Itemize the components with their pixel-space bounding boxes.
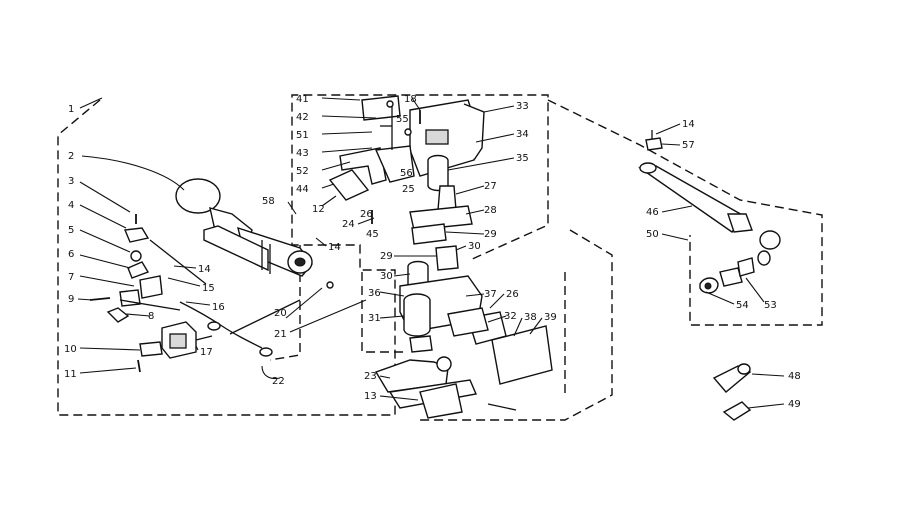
left-hardware-parts bbox=[89, 214, 207, 373]
callout-37: 37 bbox=[484, 289, 497, 300]
lower-valve-assembly bbox=[374, 245, 553, 419]
igniter-block bbox=[161, 321, 213, 359]
callout-31: 31 bbox=[368, 313, 381, 324]
callout-36: 36 bbox=[368, 288, 381, 299]
callout-56: 56 bbox=[400, 168, 413, 179]
callout-14-left: 14 bbox=[198, 264, 211, 275]
loose-parts-48-49 bbox=[712, 363, 752, 421]
callout-25: 25 bbox=[402, 184, 415, 195]
callout-35: 35 bbox=[516, 153, 529, 164]
callout-29-right: 29 bbox=[484, 229, 497, 240]
callout-7: 7 bbox=[68, 272, 74, 283]
callout-30-left: 30 bbox=[380, 271, 393, 282]
callout-58: 58 bbox=[262, 196, 275, 207]
callout-29-left: 29 bbox=[380, 251, 393, 262]
callout-15: 15 bbox=[202, 283, 215, 294]
callout-14-right: 14 bbox=[682, 119, 695, 130]
callout-13: 13 bbox=[364, 391, 377, 402]
callout-17: 17 bbox=[200, 347, 213, 358]
callout-55: 55 bbox=[396, 114, 409, 125]
callout-46: 46 bbox=[646, 207, 659, 218]
callout-52: 52 bbox=[296, 166, 309, 177]
callout-21: 21 bbox=[274, 329, 287, 340]
callout-43: 43 bbox=[296, 148, 309, 159]
callout-4: 4 bbox=[68, 200, 74, 211]
callout-20: 20 bbox=[274, 308, 287, 319]
callout-18: 18 bbox=[404, 94, 417, 105]
callout-41: 41 bbox=[296, 94, 309, 105]
upper-valve-assembly bbox=[328, 95, 485, 245]
callout-23: 23 bbox=[364, 371, 377, 382]
callout-48: 48 bbox=[788, 371, 801, 382]
callout-45: 45 bbox=[366, 229, 379, 240]
callout-8: 8 bbox=[148, 311, 154, 322]
callout-44: 44 bbox=[296, 184, 309, 195]
callout-27: 27 bbox=[484, 181, 497, 192]
callout-11: 11 bbox=[64, 369, 77, 380]
callout-24: 24 bbox=[342, 219, 355, 230]
burner-tube-assembly bbox=[175, 178, 313, 277]
callout-49: 49 bbox=[788, 399, 801, 410]
callout-38: 38 bbox=[524, 312, 537, 323]
callout-10: 10 bbox=[64, 344, 77, 355]
part-callouts: 1 2 3 4 5 6 7 8 9 10 11 12 13 14 14 14 1… bbox=[64, 94, 801, 410]
wire-connector bbox=[179, 281, 334, 357]
callout-26-upper: 26 bbox=[360, 209, 373, 220]
callout-6: 6 bbox=[68, 249, 74, 260]
callout-1: 1 bbox=[68, 104, 74, 115]
assembly-boundary-dashes bbox=[57, 94, 823, 421]
callout-57: 57 bbox=[682, 140, 695, 151]
callout-26-lower: 26 bbox=[506, 289, 519, 300]
callout-42: 42 bbox=[296, 112, 309, 123]
leader-lines bbox=[77, 97, 785, 409]
callout-51: 51 bbox=[296, 130, 309, 141]
callout-2: 2 bbox=[68, 151, 74, 162]
callout-9: 9 bbox=[68, 294, 74, 305]
callout-39: 39 bbox=[544, 312, 557, 323]
callout-3: 3 bbox=[68, 176, 74, 187]
callout-5: 5 bbox=[68, 225, 74, 236]
callout-33: 33 bbox=[516, 101, 529, 112]
callout-34: 34 bbox=[516, 129, 529, 140]
callout-32: 32 bbox=[504, 311, 517, 322]
callout-22: 22 bbox=[272, 376, 285, 387]
callout-16: 16 bbox=[212, 302, 225, 313]
callout-12: 12 bbox=[312, 204, 325, 215]
callout-14-center: 14 bbox=[328, 242, 341, 253]
callout-50: 50 bbox=[646, 229, 659, 240]
callout-53: 53 bbox=[764, 300, 777, 311]
callout-54: 54 bbox=[736, 300, 749, 311]
right-shaft-assembly bbox=[638, 130, 781, 294]
callout-28: 28 bbox=[484, 205, 497, 216]
callout-30-right: 30 bbox=[468, 241, 481, 252]
